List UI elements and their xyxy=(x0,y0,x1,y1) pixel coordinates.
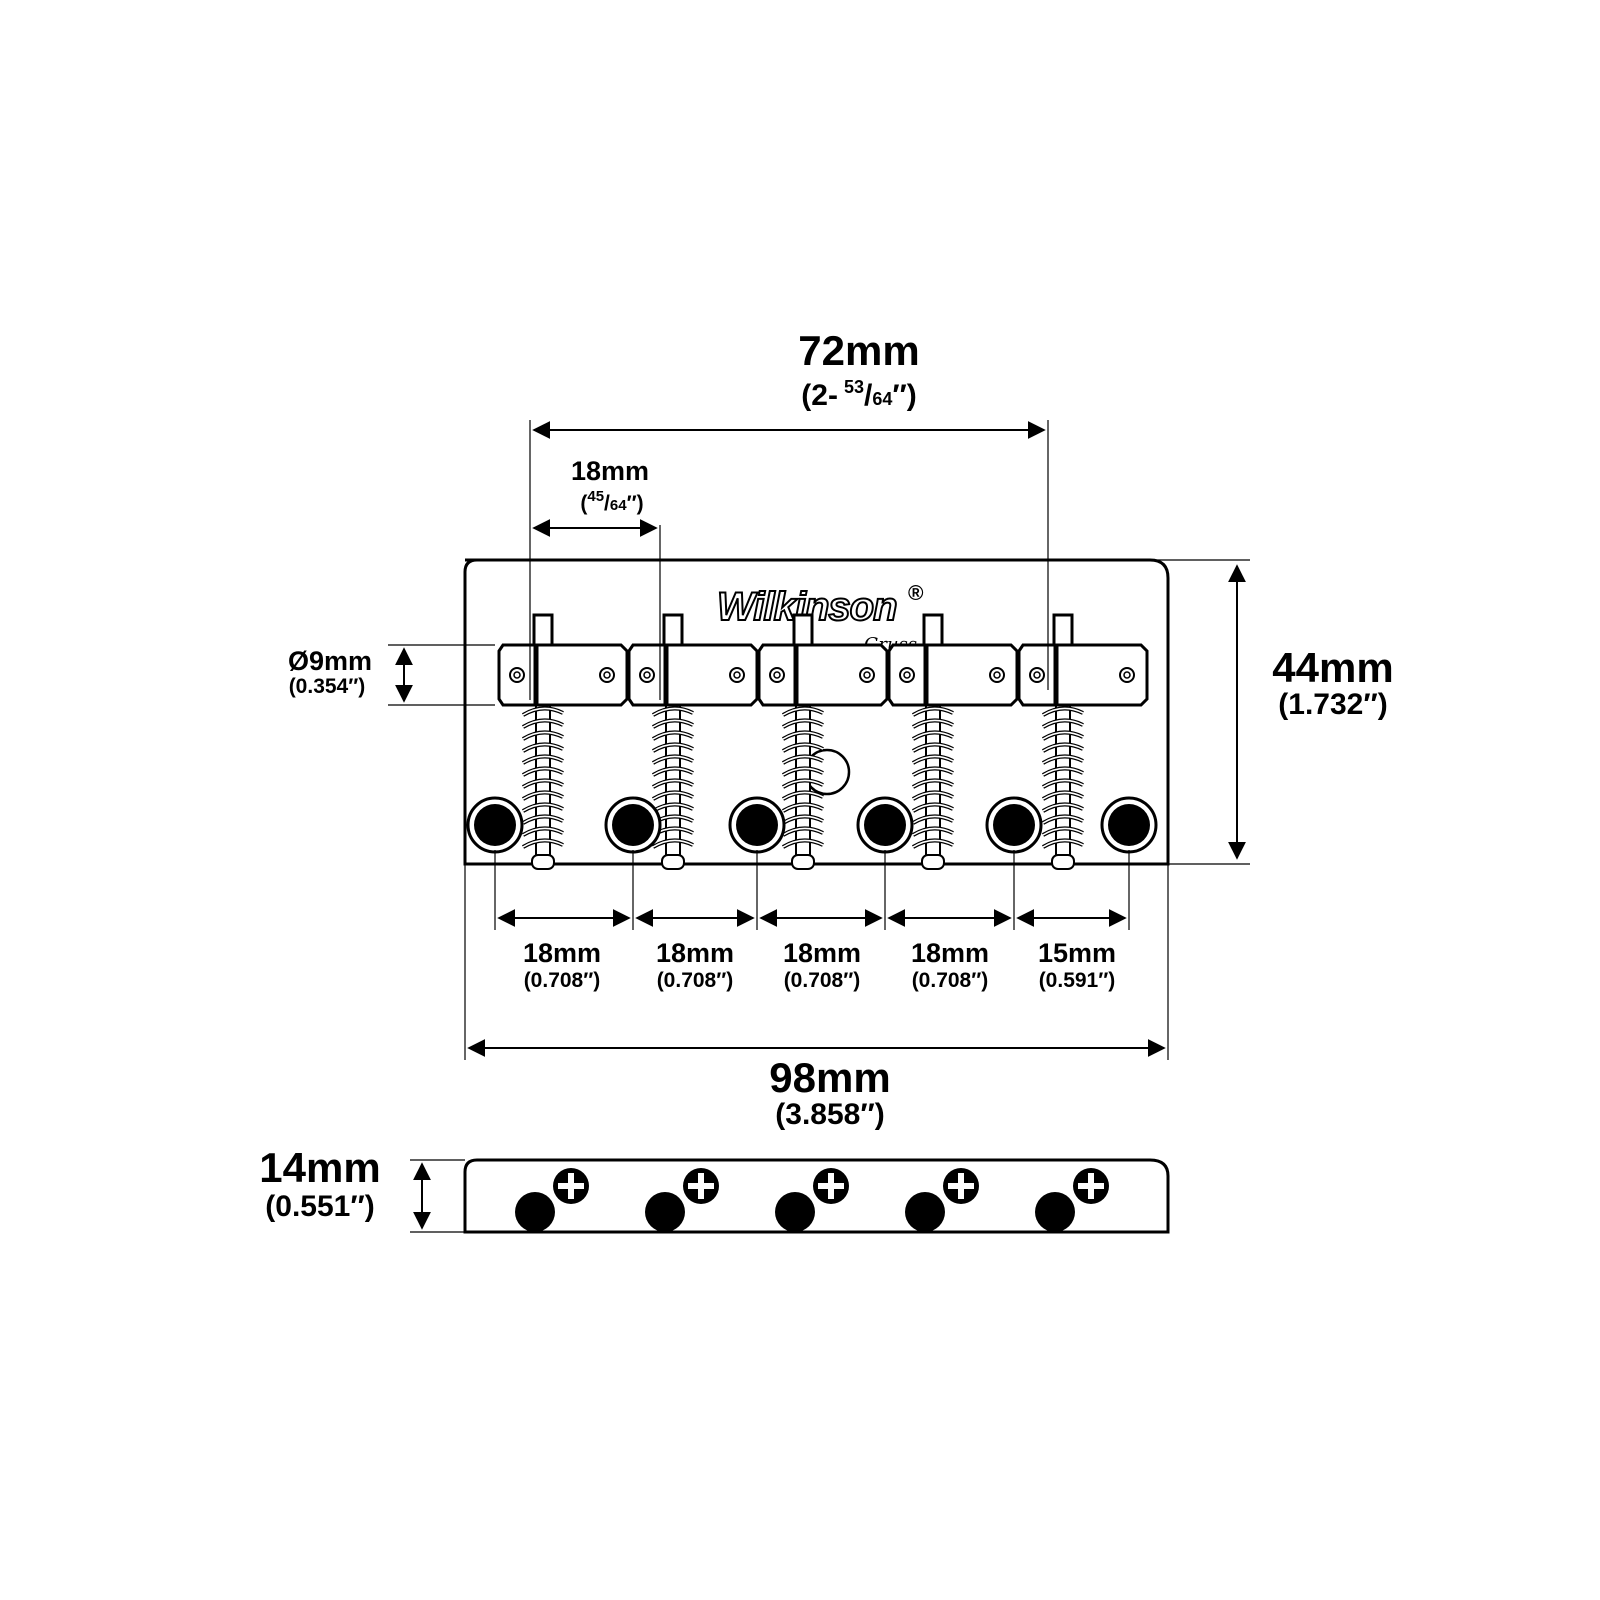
svg-text:(0.354″): (0.354″) xyxy=(289,675,366,698)
svg-text:14mm: 14mm xyxy=(259,1144,380,1191)
svg-text:(1.732″): (1.732″) xyxy=(1278,688,1387,721)
dim-side-height: 14mm (0.551″) xyxy=(259,1144,465,1233)
dim-saddle-diameter: Ø9mm (0.354″) xyxy=(288,644,495,706)
svg-text:(0.708″): (0.708″) xyxy=(912,969,989,992)
svg-text:(2-53/64″): (2-53/64″) xyxy=(801,377,916,412)
mount-hole-6 xyxy=(1100,796,1158,854)
svg-text:44mm: 44mm xyxy=(1272,644,1393,691)
svg-text:(0.708″): (0.708″) xyxy=(524,969,601,992)
dim-string-span: 72mm (2-53/64″) xyxy=(529,327,1049,700)
dim-saddle-spacing: 18mm (45/64″) xyxy=(532,456,661,700)
svg-text:Ø9mm: Ø9mm xyxy=(288,646,372,676)
dim-hole-spacings: 18mm (0.708″) 18mm (0.708″) 18mm (0.708″… xyxy=(494,850,1130,992)
svg-text:®: ® xyxy=(908,582,924,605)
svg-text:18mm: 18mm xyxy=(911,938,989,968)
dim-width: 98mm (3.858″) xyxy=(464,864,1169,1131)
mount-hole-5 xyxy=(985,796,1043,854)
svg-text:(45/64″): (45/64″) xyxy=(580,488,643,515)
svg-text:15mm: 15mm xyxy=(1038,938,1116,968)
svg-text:98mm: 98mm xyxy=(769,1054,890,1101)
svg-text:(0.551″): (0.551″) xyxy=(265,1190,374,1223)
svg-text:72mm: 72mm xyxy=(798,327,919,374)
svg-text:(0.591″): (0.591″) xyxy=(1039,969,1116,992)
svg-text:18mm: 18mm xyxy=(523,938,601,968)
svg-text:18mm: 18mm xyxy=(783,938,861,968)
svg-text:(0.708″): (0.708″) xyxy=(784,969,861,992)
svg-text:(0.708″): (0.708″) xyxy=(657,969,734,992)
svg-text:18mm: 18mm xyxy=(571,456,649,486)
svg-text:(3.858″): (3.858″) xyxy=(775,1098,884,1131)
mount-hole-2 xyxy=(604,796,662,854)
mount-hole-4 xyxy=(856,796,914,854)
mount-hole-3 xyxy=(728,796,786,854)
svg-text:18mm: 18mm xyxy=(656,938,734,968)
dim-height: 44mm (1.732″) xyxy=(1150,559,1394,865)
mount-hole-1 xyxy=(466,796,524,854)
